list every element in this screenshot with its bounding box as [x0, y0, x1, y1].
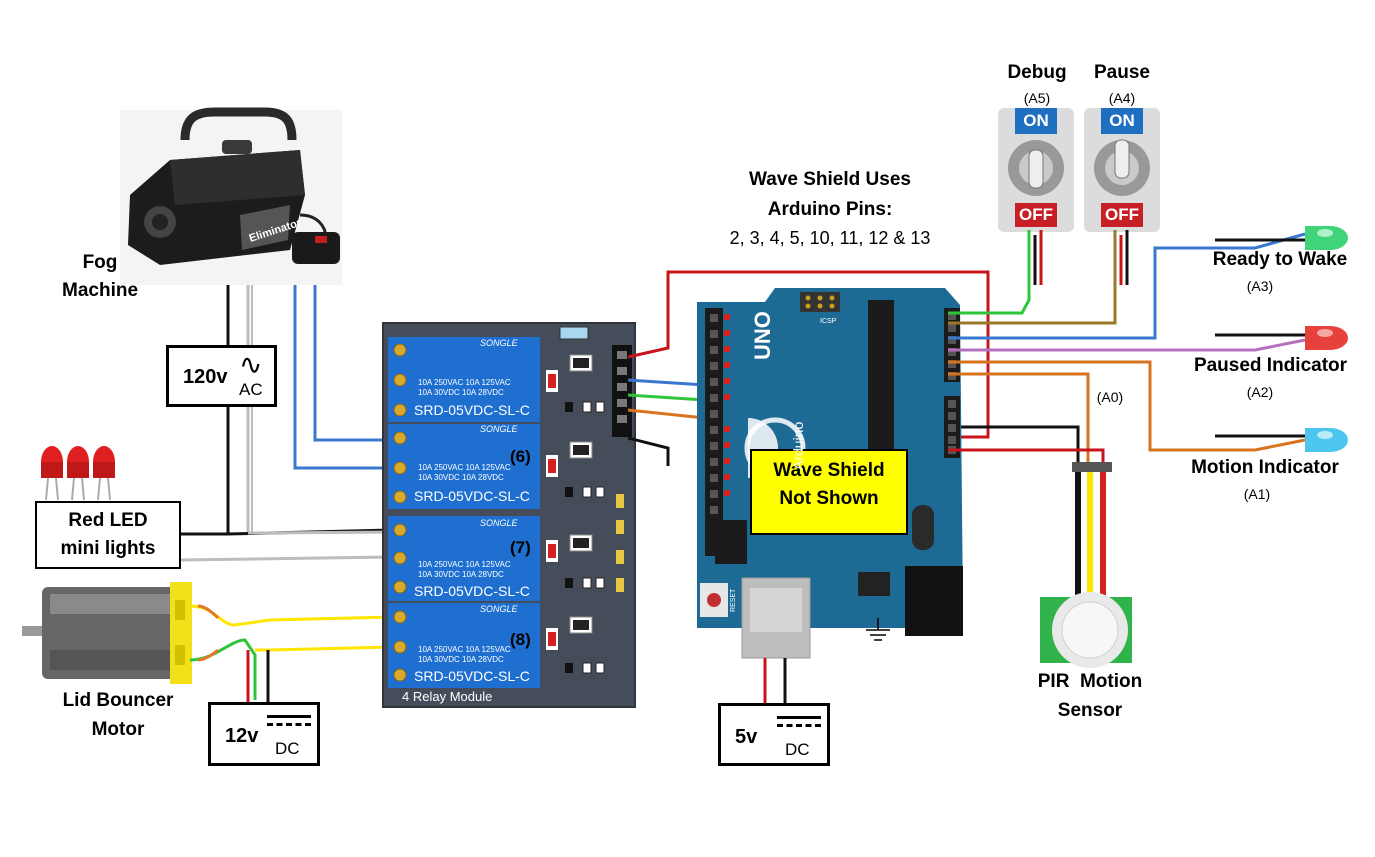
red-led-label-line1: Red LED	[68, 510, 148, 531]
arduino-brand: Arduino	[790, 421, 806, 470]
motor-image	[22, 582, 192, 684]
motor-wires	[189, 604, 396, 702]
motor-label: Lid Bouncer Motor	[48, 689, 188, 742]
relay1-model: SRD-05VDC-SL-C	[414, 402, 530, 418]
arduino-board-name: UNO	[750, 311, 775, 360]
relay2-rating-line2: 10A 30VDC 10A 28VDC	[418, 473, 504, 482]
red-led-label-box: Red LED mini lights	[35, 501, 181, 569]
power-5v-voltage: 5v	[735, 726, 758, 748]
paused-led-image	[1305, 326, 1348, 350]
pir-pin: (A0)	[1096, 389, 1124, 405]
debug-switch-label: Debug	[1007, 62, 1067, 83]
debug-switch-pin: (A5)	[1023, 90, 1051, 106]
pause-switch-label: Pause	[1094, 62, 1150, 83]
analog-wires	[948, 232, 1306, 462]
dc-symbol-solid	[267, 715, 311, 718]
paused-led-pin: (A2)	[1246, 384, 1274, 400]
motion-led-label: Motion Indicator	[1191, 457, 1339, 478]
power-120v-voltage: 120v	[183, 366, 228, 388]
relay1-brand: SONGLE	[480, 338, 518, 348]
power-5v-type: DC	[785, 740, 810, 759]
relay-module-image	[382, 322, 636, 708]
power-12v-voltage: 12v	[225, 725, 259, 747]
relay2-rating-line1: 10A 250VAC 10A 125VAC	[418, 463, 511, 472]
arduino-reset-label: RESET	[730, 588, 737, 612]
motion-led-pin: (A1)	[1243, 486, 1271, 502]
dc-symbol-dashed	[777, 724, 821, 727]
relay-pin-7: (7)	[510, 538, 531, 557]
relay3-rating-line1: 10A 250VAC 10A 125VAC	[418, 560, 511, 569]
red-led-lights-image	[41, 446, 115, 501]
wave-shield-note-title: Wave Shield Uses	[749, 169, 911, 190]
pir-label-line2: Sensor	[1057, 700, 1123, 721]
relay3-model: SRD-05VDC-SL-C	[414, 583, 530, 599]
arduino-icsp-label: ICSP	[820, 318, 837, 325]
wave-shield-box-line1: Wave Shield	[773, 460, 885, 481]
wave-shield-box: Wave Shield Not Shown	[750, 449, 908, 535]
power-12v-type: DC	[275, 739, 300, 758]
relay3-rating-line2: 10A 30VDC 10A 28VDC	[418, 570, 504, 579]
motor-label-line1: Lid Bouncer	[62, 690, 174, 711]
relay1-rating-line1: 10A 250VAC 10A 125VAC	[418, 378, 511, 387]
red-led-label-line2: mini lights	[60, 538, 156, 559]
relay2-brand: SONGLE	[480, 424, 518, 434]
pause-switch-pin: (A4)	[1108, 90, 1136, 106]
debug-switch-image	[998, 108, 1074, 285]
fog-machine-label-line1: Fog	[82, 252, 118, 273]
ready-led-pin: (A3)	[1246, 278, 1274, 294]
relay4-rating-line2: 10A 30VDC 10A 28VDC	[418, 655, 504, 664]
relay-pin-8: (8)	[510, 630, 531, 649]
pir-label: PIR Motion Sensor	[1020, 670, 1160, 723]
debug-switch-on: ON	[1023, 111, 1049, 130]
debug-switch-off: OFF	[1019, 205, 1053, 224]
fog-machine-label: Fog Machine	[62, 251, 138, 303]
relay3-brand: SONGLE	[480, 518, 518, 528]
motion-led-image	[1305, 428, 1348, 452]
relay1-rating-line2: 10A 30VDC 10A 28VDC	[418, 388, 504, 397]
motor-label-line2: Motor	[91, 719, 145, 740]
pir-sensor-image	[1040, 462, 1132, 668]
dc-symbol-dashed	[267, 723, 311, 726]
ready-led-label: Ready to Wake	[1212, 249, 1348, 270]
fog-machine-label-line2: Machine	[62, 280, 139, 301]
fog-machine-image: Eliminator	[120, 107, 342, 285]
ready-led-image	[1305, 226, 1348, 250]
usb-power-wires	[763, 658, 787, 705]
relay-pin-6: (6)	[510, 447, 531, 466]
dc-symbol-solid	[777, 716, 821, 719]
pause-switch-image	[1084, 108, 1160, 285]
fog-wires	[179, 285, 396, 562]
pir-label-line1: PIR Motion	[1037, 671, 1143, 692]
relay4-model: SRD-05VDC-SL-C	[414, 668, 530, 684]
relay4-brand: SONGLE	[480, 604, 518, 614]
ac-wave-icon: ∿	[239, 348, 263, 381]
paused-led-label: Paused Indicator	[1193, 355, 1348, 376]
power-120v-type: AC	[239, 380, 263, 399]
pause-switch-off: OFF	[1105, 205, 1139, 224]
power-120v-box: 120v ∿ AC	[166, 345, 277, 407]
relay-module-name: 4 Relay Module	[402, 689, 493, 704]
relay4-rating-line1: 10A 250VAC 10A 125VAC	[418, 645, 511, 654]
pause-switch-on: ON	[1109, 111, 1135, 130]
power-12v-box: 12v DC	[208, 702, 320, 766]
wave-shield-box-line2: Not Shown	[779, 488, 879, 509]
relay2-model: SRD-05VDC-SL-C	[414, 488, 530, 504]
wave-shield-note-subtitle: Arduino Pins:	[767, 199, 893, 220]
wave-shield-note-pins: 2, 3, 4, 5, 10, 11, 12 & 13	[729, 228, 931, 248]
power-5v-box: 5v DC	[718, 703, 830, 766]
